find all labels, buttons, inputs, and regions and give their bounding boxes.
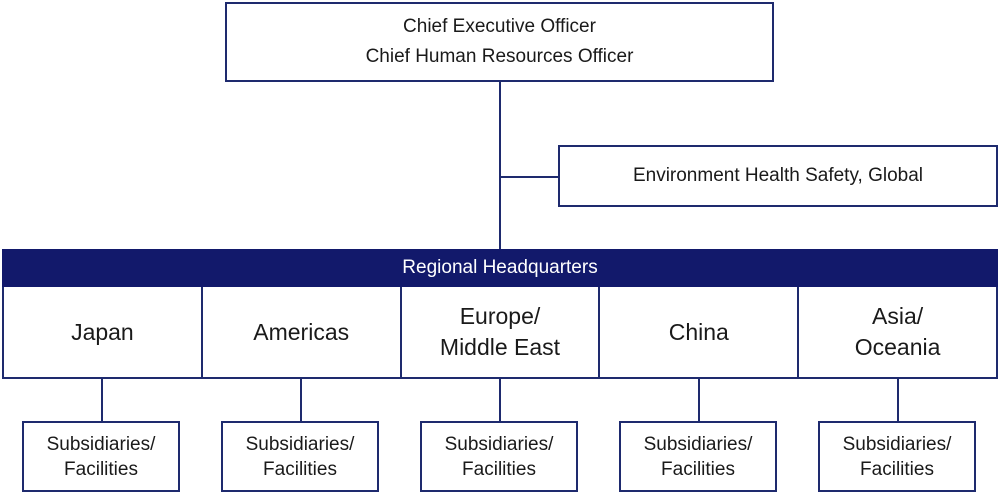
subsidiaries-box-japan: Subsidiaries/ Facilities xyxy=(22,421,180,492)
region-label: Japan xyxy=(71,318,134,345)
region-label: China xyxy=(668,318,729,345)
connector-europe-sub xyxy=(499,379,501,421)
connector-americas-sub xyxy=(300,379,302,421)
region-label-line1: Asia/ xyxy=(872,303,924,329)
connector-china-sub xyxy=(698,379,700,421)
ehs-global-box: Environment Health Safety, Global xyxy=(558,145,998,207)
region-asia-oceania: Asia/ Oceania xyxy=(799,287,996,377)
chro-label: Chief Human Resources Officer xyxy=(365,46,634,67)
executive-box: Chief Executive Officer Chief Human Reso… xyxy=(225,2,774,82)
connector-japan-sub xyxy=(101,379,103,421)
facilities-label: Facilities xyxy=(462,458,536,480)
facilities-label: Facilities xyxy=(263,458,337,480)
region-japan: Japan xyxy=(4,287,203,377)
subsidiaries-box-europe: Subsidiaries/ Facilities xyxy=(420,421,578,492)
subsidiaries-label: Subsidiaries/ xyxy=(245,433,355,455)
region-americas: Americas xyxy=(203,287,402,377)
region-label: Americas xyxy=(253,318,350,345)
ehs-label: Environment Health Safety, Global xyxy=(632,165,924,186)
region-label-line1: Europe/ xyxy=(459,303,541,329)
region-label-line2: Oceania xyxy=(854,334,941,360)
connector-to-ehs xyxy=(499,176,558,178)
subsidiaries-label: Subsidiaries/ xyxy=(842,433,952,455)
region-europe-middle-east: Europe/ Middle East xyxy=(402,287,601,377)
connector-ceo-to-hq xyxy=(499,82,501,249)
facilities-label: Facilities xyxy=(661,458,735,480)
subsidiaries-label: Subsidiaries/ xyxy=(444,433,554,455)
connector-asia-sub xyxy=(897,379,899,421)
subsidiaries-box-asia: Subsidiaries/ Facilities xyxy=(818,421,976,492)
regional-headquarters-label: Regional Headquarters xyxy=(402,257,598,278)
facilities-label: Facilities xyxy=(64,458,138,480)
subsidiaries-label: Subsidiaries/ xyxy=(643,433,753,455)
subsidiaries-box-china: Subsidiaries/ Facilities xyxy=(619,421,777,492)
region-row: Japan Americas Europe/ Middle East China… xyxy=(2,287,998,379)
subsidiaries-label: Subsidiaries/ xyxy=(46,433,156,455)
subsidiaries-box-americas: Subsidiaries/ Facilities xyxy=(221,421,379,492)
facilities-label: Facilities xyxy=(860,458,934,480)
region-label-line2: Middle East xyxy=(439,334,561,360)
ceo-label: Chief Executive Officer xyxy=(403,16,596,37)
region-china: China xyxy=(600,287,800,377)
regional-headquarters-banner: Regional Headquarters xyxy=(2,249,998,287)
